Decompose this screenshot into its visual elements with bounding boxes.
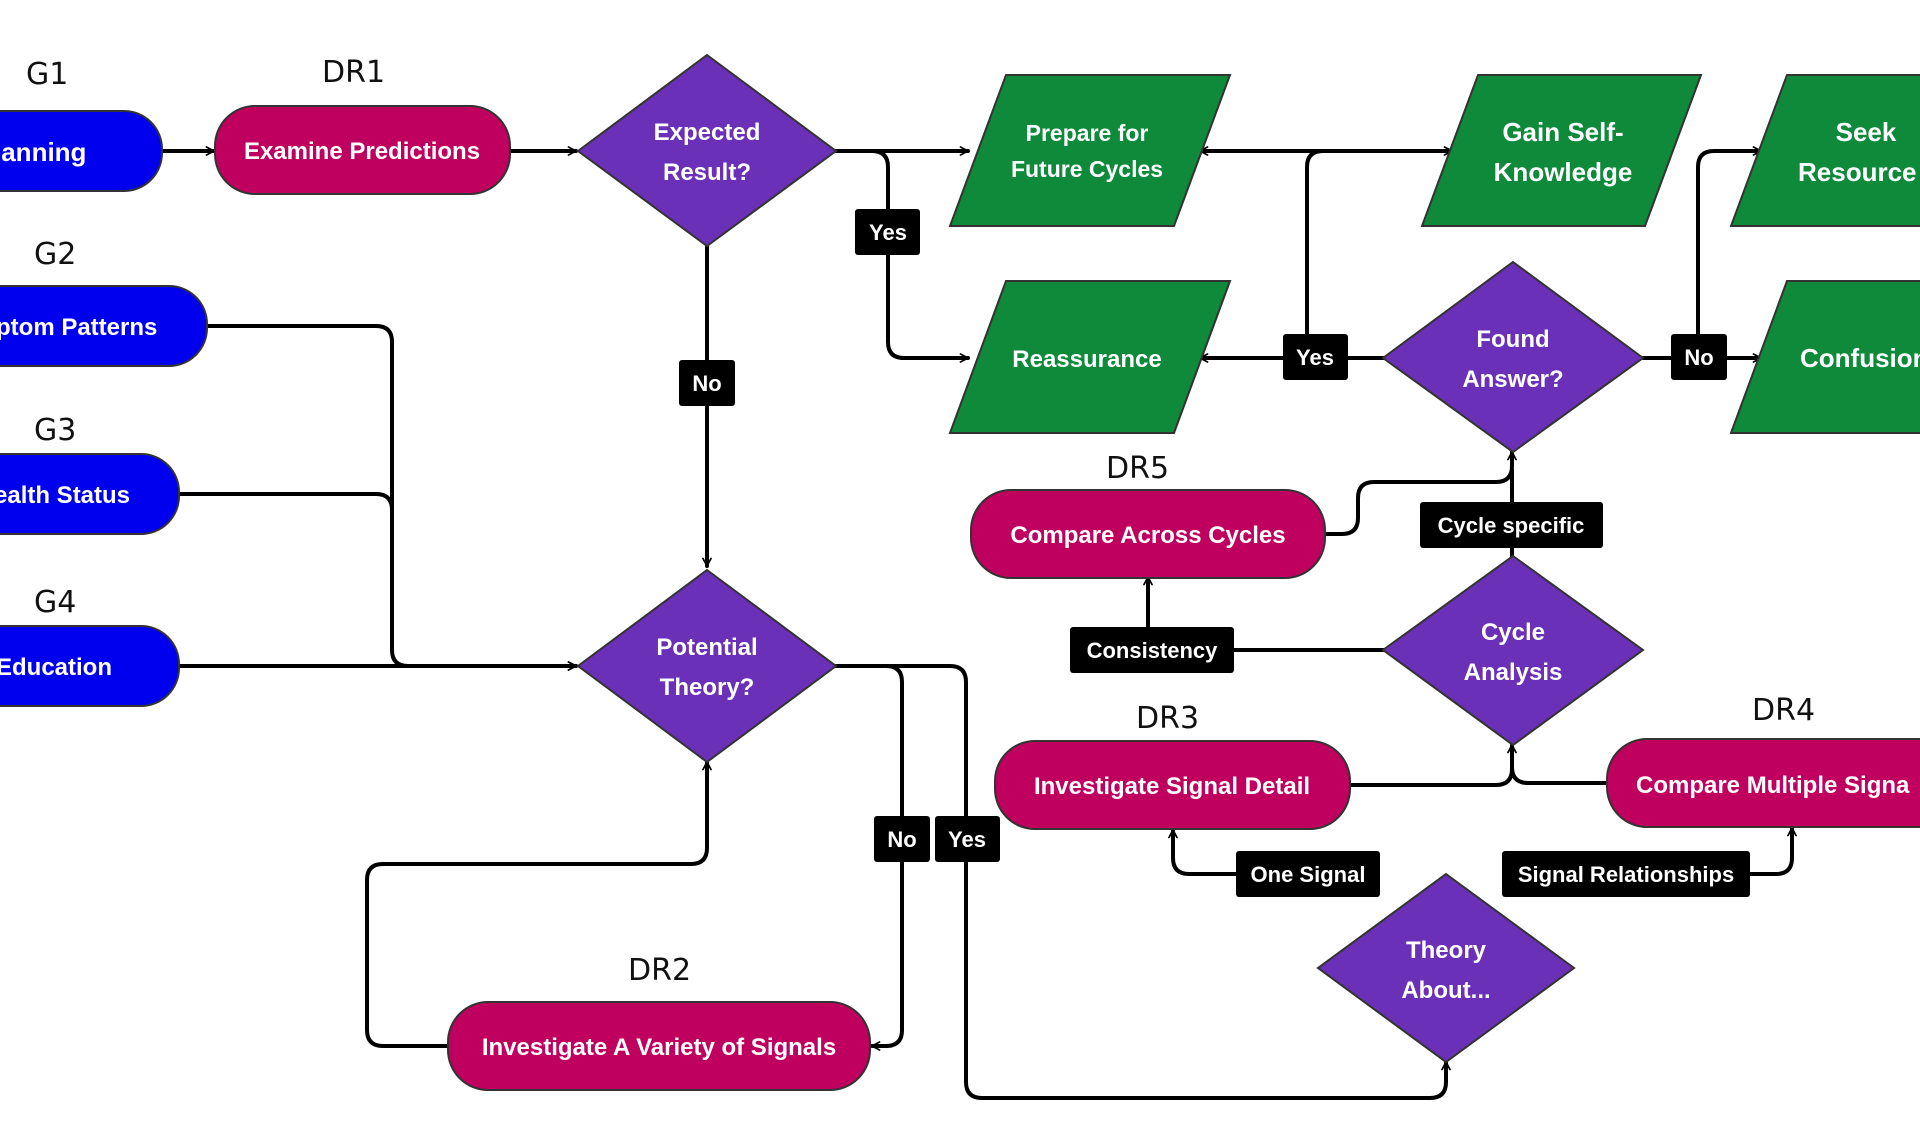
node-reassurance[interactable]: Reassurance — [948, 280, 1232, 434]
svg-text:Consistency: Consistency — [1087, 638, 1219, 663]
edge-g3-to-potential — [177, 492, 394, 512]
edge-found-to-seek — [1696, 146, 1763, 360]
edge-variety-to-potential — [365, 760, 712, 1048]
edge-potential-to-theory-about — [834, 664, 1451, 1100]
node-expected-result[interactable]: Expected Result? — [576, 53, 838, 248]
edge-theory-to-detail — [1168, 828, 1322, 876]
nodes: lanning ptom Patterns ealth Status Educa… — [0, 53, 1920, 1091]
label-dr5: DR5 — [1106, 451, 1169, 486]
edge-label-signal-relationships: Signal Relationships — [1502, 851, 1750, 897]
svg-text:Signal Relationships: Signal Relationships — [1518, 862, 1734, 887]
label-g2: G2 — [34, 237, 76, 272]
node-expected-result-line1: Expected — [654, 119, 761, 146]
node-examine-predictions-label: Examine Predictions — [244, 138, 480, 165]
node-g2[interactable]: ptom Patterns — [0, 285, 208, 367]
node-examine-predictions[interactable]: Examine Predictions — [214, 105, 511, 195]
node-gain-self-knowledge[interactable]: Gain Self- Knowledge — [1420, 74, 1703, 227]
node-investigate-variety-label: Investigate A Variety of Signals — [482, 1034, 836, 1061]
edge-label-no-expected: No — [679, 360, 735, 406]
node-gain-self-knowledge-line2: Knowledge — [1494, 157, 1633, 187]
node-found-answer-line2: Answer? — [1462, 366, 1563, 393]
edge-label-yes-expected: Yes — [855, 209, 920, 255]
svg-text:Yes: Yes — [869, 220, 907, 245]
node-cycle-analysis-line1: Cycle — [1481, 619, 1545, 646]
node-expected-result-line2: Result? — [663, 159, 751, 186]
node-compare-across-cycles-label: Compare Across Cycles — [1010, 522, 1285, 549]
edges — [160, 146, 1797, 1100]
node-potential-theory-line1: Potential — [656, 634, 757, 661]
edge-label-cycle-specific: Cycle specific — [1420, 502, 1603, 548]
edge-labels: Yes No Yes No Cycle specific Consistency… — [679, 209, 1750, 897]
node-potential-theory[interactable]: Potential Theory? — [576, 568, 838, 764]
node-compare-multiple-signals[interactable]: Compare Multiple Signa — [1606, 738, 1920, 828]
node-theory-about[interactable]: Theory About... — [1316, 872, 1576, 1064]
node-investigate-signal-detail-label: Investigate Signal Detail — [1034, 773, 1310, 800]
label-dr4: DR4 — [1752, 693, 1815, 728]
node-theory-about-line1: Theory — [1406, 937, 1487, 964]
edge-label-yes-theory: Yes — [935, 816, 1000, 862]
node-gain-self-knowledge-line1: Gain Self- — [1502, 117, 1623, 147]
svg-text:Yes: Yes — [1296, 345, 1334, 370]
svg-text:One Signal: One Signal — [1251, 862, 1366, 887]
node-g2-label: ptom Patterns — [0, 314, 157, 341]
svg-text:Yes: Yes — [948, 827, 986, 852]
node-cycle-analysis[interactable]: Cycle Analysis — [1381, 554, 1645, 747]
node-prepare-future[interactable]: Prepare for Future Cycles — [948, 74, 1232, 227]
edge-label-no-theory: No — [874, 816, 930, 862]
node-potential-theory-line2: Theory? — [660, 674, 755, 701]
node-confusion[interactable]: Confusion — [1729, 280, 1920, 434]
node-g4-label: Education — [0, 654, 112, 681]
node-found-answer[interactable]: Found Answer? — [1381, 260, 1645, 454]
edge-theory-to-multiple — [1568, 826, 1797, 876]
svg-text:No: No — [887, 827, 916, 852]
node-seek-resources-line1: Seek — [1836, 117, 1897, 147]
node-found-answer-line1: Found — [1476, 326, 1549, 353]
edge-label-yes-found: Yes — [1283, 334, 1348, 380]
node-prepare-future-line2: Future Cycles — [1011, 156, 1163, 182]
node-reassurance-label: Reassurance — [1012, 346, 1161, 373]
edge-compare-cycles-to-found — [1323, 450, 1517, 536]
node-seek-resources[interactable]: Seek Resource — [1729, 74, 1920, 227]
svg-text:Cycle specific: Cycle specific — [1438, 513, 1585, 538]
node-theory-about-line2: About... — [1401, 977, 1490, 1004]
node-confusion-label: Confusion — [1800, 343, 1920, 373]
label-dr2: DR2 — [628, 953, 691, 988]
edge-label-no-found: No — [1671, 334, 1727, 380]
edge-detail-to-cycle — [1348, 743, 1517, 787]
edge-label-one-signal: One Signal — [1236, 851, 1380, 897]
edge-label-consistency: Consistency — [1070, 627, 1234, 673]
node-g4[interactable]: Education — [0, 625, 180, 707]
edge-multiple-to-cycle — [1510, 765, 1609, 785]
node-seek-resources-line2: Resource — [1798, 157, 1917, 187]
label-dr1: DR1 — [322, 55, 385, 90]
node-g3-label: ealth Status — [0, 482, 130, 509]
label-g1: G1 — [26, 57, 68, 92]
node-prepare-future-line1: Prepare for — [1026, 120, 1149, 146]
group-labels: G1 G2 G3 G4 DR1 DR2 DR3 DR4 DR5 — [26, 55, 1815, 988]
node-compare-across-cycles[interactable]: Compare Across Cycles — [970, 489, 1326, 579]
node-g3[interactable]: ealth Status — [0, 453, 180, 535]
node-investigate-variety[interactable]: Investigate A Variety of Signals — [447, 1001, 871, 1091]
svg-text:No: No — [1684, 345, 1713, 370]
node-g1[interactable]: lanning — [0, 110, 163, 192]
node-investigate-signal-detail[interactable]: Investigate Signal Detail — [994, 740, 1351, 830]
node-cycle-analysis-line2: Analysis — [1464, 659, 1563, 686]
label-g3: G3 — [34, 413, 76, 448]
label-g4: G4 — [34, 585, 76, 620]
svg-text:No: No — [692, 371, 721, 396]
label-dr3: DR3 — [1136, 701, 1199, 736]
node-compare-multiple-signals-label: Compare Multiple Signa — [1636, 772, 1910, 799]
node-g1-label: lanning — [0, 137, 86, 167]
